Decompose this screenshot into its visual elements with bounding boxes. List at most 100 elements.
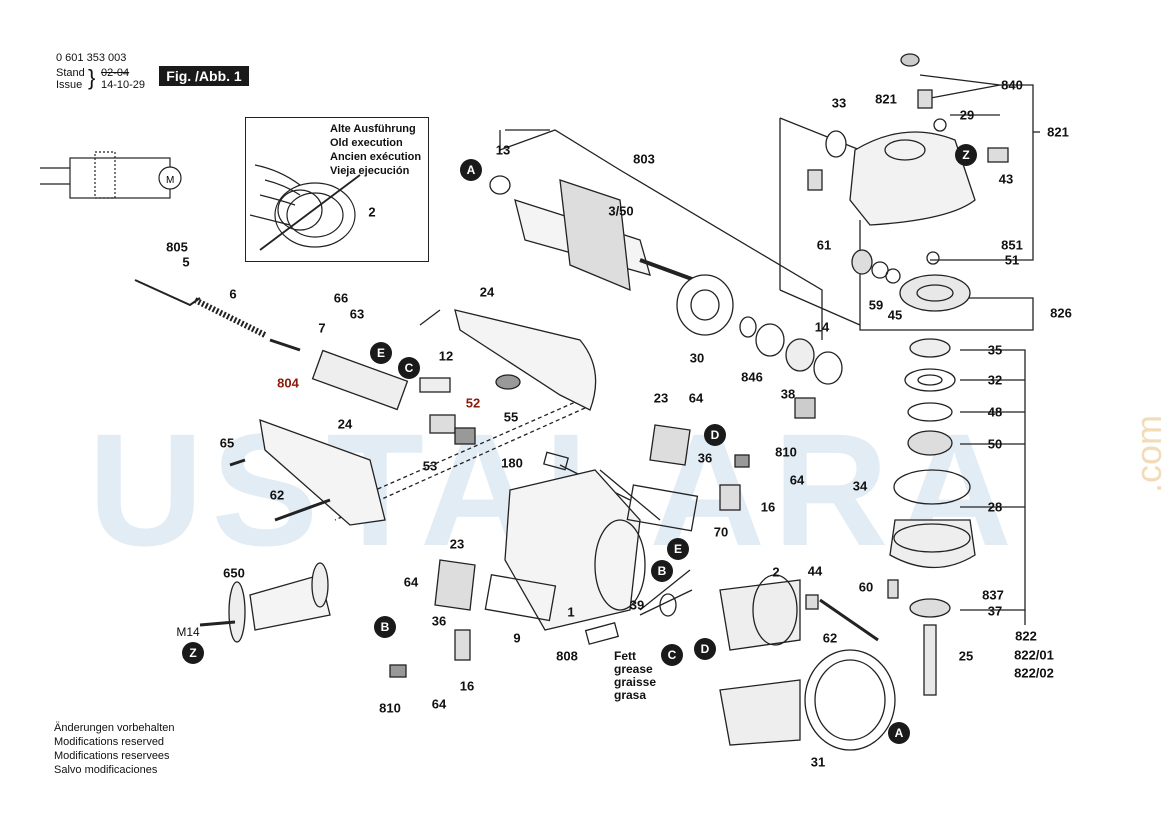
part-label: 62: [269, 487, 285, 503]
part-label: 70: [713, 524, 729, 540]
part-label: 6: [229, 286, 237, 302]
issue-label: Issue: [56, 79, 83, 91]
part-label: 822/02: [1014, 665, 1054, 681]
part-label: 62: [822, 630, 838, 646]
part-label: 25: [958, 648, 974, 664]
part-label: 14: [814, 319, 830, 335]
part-label: 38: [780, 386, 796, 402]
part-label: 43: [998, 171, 1014, 187]
part-label: 2: [772, 564, 780, 580]
part-label: 51: [1004, 252, 1020, 268]
part-label: 35: [987, 342, 1003, 358]
part-label: 837: [982, 587, 1004, 603]
marker-badge: A: [460, 159, 482, 181]
old-execution-box: [245, 117, 429, 262]
part-label: 826: [1050, 305, 1072, 321]
part-label: 65: [219, 435, 235, 451]
footer-line: Salvo modificaciones: [54, 764, 158, 776]
part-label: 5: [182, 254, 190, 270]
part-label: 822/01: [1014, 647, 1054, 663]
marker-badge: C: [398, 357, 420, 379]
part-label: 45: [887, 307, 903, 323]
part-label: 31: [810, 754, 826, 770]
part-label: 36: [431, 613, 447, 629]
old-execution-line: Vieja ejecución: [330, 165, 410, 177]
part-label: 48: [987, 404, 1003, 420]
part-label: 23: [653, 390, 669, 406]
stand-label: Stand: [56, 67, 85, 79]
footer-line: Änderungen vorbehalten: [54, 722, 175, 734]
part-label: 24: [337, 416, 353, 432]
part-label: 3/50: [608, 203, 634, 219]
part-label: 16: [760, 499, 776, 515]
part-label-old-coil: 2: [368, 204, 376, 220]
part-number: 0 601 353 003: [56, 52, 127, 64]
footer-line: Modifications reservees: [54, 750, 170, 762]
part-label: 810: [775, 444, 797, 460]
part-label: 36: [697, 450, 713, 466]
grease-line: grease: [614, 662, 653, 676]
part-label: 60: [858, 579, 874, 595]
svg-text:M: M: [166, 175, 174, 186]
part-label: 16: [459, 678, 475, 694]
grease-line: Fett: [614, 649, 636, 663]
part-label: 64: [688, 390, 704, 406]
part-label: 24: [479, 284, 495, 300]
part-label: 64: [403, 574, 419, 590]
part-label: 52: [465, 395, 481, 411]
part-label: 61: [816, 237, 832, 253]
marker-badge: Z: [955, 144, 977, 166]
marker-badge: A: [888, 722, 910, 744]
part-label: 55: [503, 409, 519, 425]
part-label: 1: [567, 604, 575, 620]
marker-badge: B: [374, 616, 396, 638]
part-label: 808: [556, 648, 578, 664]
brace: }: [88, 65, 96, 90]
part-label: 59: [868, 297, 884, 313]
part-label: 29: [959, 107, 975, 123]
part-label: 44: [807, 563, 823, 579]
part-label: 821: [875, 91, 897, 107]
part-label: 39: [629, 597, 645, 613]
part-label: 822: [1015, 628, 1037, 644]
stand-value: 02-04: [101, 67, 130, 79]
part-label: 66: [333, 290, 349, 306]
part-label: 53: [422, 458, 438, 474]
part-label: 13: [495, 142, 511, 158]
part-label: 50: [987, 436, 1003, 452]
part-label: 7: [318, 320, 326, 336]
marker-badge: C: [661, 644, 683, 666]
marker-badge: E: [370, 342, 392, 364]
marker-badge: E: [667, 538, 689, 560]
part-label: 34: [852, 478, 868, 494]
marker-badge: Z: [182, 642, 204, 664]
figure-label: Fig. /Abb. 1: [159, 66, 249, 86]
part-label: 805: [166, 239, 188, 255]
part-label: 64: [431, 696, 447, 712]
part-label: 12: [438, 348, 454, 364]
part-label: 64: [789, 472, 805, 488]
part-label: 840: [1001, 77, 1023, 93]
old-execution-line: Alte Ausführung: [330, 123, 416, 135]
footer-notice: Änderungen vorbehalten Modifications res…: [54, 721, 174, 777]
part-label: 810: [379, 700, 401, 716]
part-label: 821: [1047, 124, 1069, 140]
part-label: 851: [1001, 237, 1023, 253]
issue-value: 14-10-29: [101, 79, 146, 91]
grease-line: grasa: [614, 688, 647, 702]
part-label: 180: [501, 455, 523, 471]
part-label: M14: [176, 625, 200, 639]
grease-line: graisse: [614, 675, 657, 689]
old-execution-line: Ancien exécution: [330, 151, 422, 163]
old-execution-line: Old execution: [330, 137, 403, 149]
part-label: 846: [741, 369, 763, 385]
footer-line: Modifications reserved: [54, 736, 165, 748]
old-execution-text: Alte Ausführung Old execution Ancien exé…: [330, 122, 421, 178]
part-label: 30: [689, 350, 705, 366]
part-label: 9: [513, 630, 521, 646]
part-label: 37: [987, 603, 1003, 619]
part-label: 804: [277, 375, 299, 391]
marker-badge: B: [651, 560, 673, 582]
part-label: 23: [449, 536, 465, 552]
